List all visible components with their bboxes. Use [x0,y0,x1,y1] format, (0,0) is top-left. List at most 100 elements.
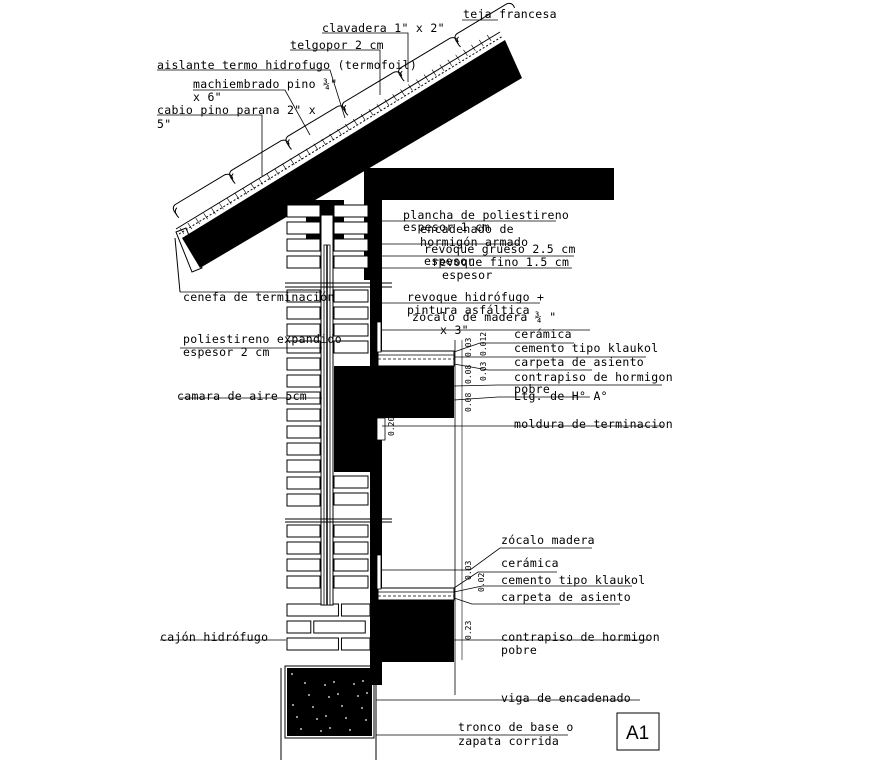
tile-hatch [360,113,366,121]
concrete-speckle [316,718,318,720]
concrete-speckle [291,673,293,675]
label-aislante: aislante termo hidrofugo (termofoil) [157,58,417,72]
brick [313,620,366,634]
concrete-speckle [353,683,355,685]
concrete-speckle [366,692,368,694]
roof-deck [182,40,522,268]
brick [286,374,321,388]
label-moldura: moldura de terminacion [514,417,673,431]
dimension-labels: 0.012 0.03 0.03 0.08 0.08 0.20 0.03 0.02… [387,332,488,640]
concrete-speckle [362,680,364,682]
brick [333,323,369,337]
label-teja-francesa: teja francesa [463,7,557,21]
leader-lines [157,19,663,736]
brick [286,238,321,252]
label-cenefa: cenefa de terminación [183,290,335,304]
annotation-labels: clavadera 1" x 2" teja francesa telgopor… [157,7,673,748]
brick [286,357,321,371]
label-viga-encadenado: viga de encadenado [501,691,631,705]
roof-tile [454,2,516,48]
label-tronco-base-2: zapata corrida [458,734,559,748]
tile-hatch [463,49,468,56]
tile-hatch [234,193,240,200]
upper-skirting [376,321,382,353]
concrete-speckle [308,694,310,696]
label-tronco-base: tronco de base o [458,720,574,734]
tile-hatch [329,133,334,141]
label-machiembrado: machiembrado pino ¾" [193,77,337,91]
tile-hatch [313,143,319,151]
concrete-speckle [349,729,351,731]
brick [286,442,321,456]
label-poliestireno: poliestireno expandido [183,332,342,346]
tile-hatch [321,138,326,146]
fascia-board [175,227,203,273]
concrete-speckle [329,727,331,729]
brick [333,492,369,506]
brick [340,603,371,617]
tile-hatch [376,104,382,111]
label-zocalo-madera: zócalo madera [501,533,595,547]
label-contrapiso-lower: contrapiso de hormigon [501,630,660,644]
brick [333,306,369,320]
tile-hatch [353,118,358,126]
tile-hatch [400,89,405,96]
concrete-speckle [333,681,335,683]
concrete-speckle [365,719,367,721]
brick [333,575,369,589]
label-telgopor: telgopor 2 cm [290,38,384,52]
label-losa: Ltg. de H° A° [514,389,608,403]
label-camara-aire: camara de aire 5cm [177,389,307,403]
upper-slab [334,366,454,418]
tile-hatch [368,109,374,116]
brick [333,340,369,354]
brick [340,637,371,651]
lower-subfloor [372,600,454,662]
brick [333,221,369,235]
label-plancha-2: espesor 1 cm [403,220,490,234]
label-revoque-grueso-2: espesor [424,254,475,268]
dim-008: 0.08 [464,365,473,384]
brick [286,221,321,235]
tile-hatch [384,99,389,106]
sheet-tag: A1 [616,712,660,751]
dim-003c: 0.03 [464,561,473,580]
label-revoque-fino-2: espesor [442,268,493,282]
label-zocalo-2: x 3" [440,323,469,337]
label-contrapiso-upper-2: pobre [514,382,550,396]
brick [333,558,369,572]
label-cemento-lower: cemento tipo klaukol [501,573,645,587]
roof-tile [229,139,290,184]
label-contrapiso-upper: contrapiso de hormigon [514,370,673,384]
tile-hatch [250,183,256,190]
label-carpeta-lower: carpeta de asiento [501,590,631,604]
brick [286,323,321,337]
roof-assembly [172,2,522,293]
label-ceramica-upper: cerámica [514,327,572,341]
concrete-speckle [296,716,298,718]
brick [286,340,321,354]
concrete-speckle [300,728,302,730]
brick [333,255,369,269]
brick [333,541,369,555]
brick [286,603,339,617]
brick [286,637,339,651]
label-zocalo: zócalo de madera ¾ " [412,310,556,324]
label-ceramica-lower: cerámica [501,556,559,570]
brick [286,620,312,634]
concrete-speckle [341,705,343,707]
tile-hatch [274,168,279,175]
brick [286,524,321,538]
brick [286,408,321,422]
tile-hatch [408,84,413,91]
tile-hatch [392,94,397,101]
tile-hatch [345,123,350,131]
brick [286,476,321,490]
brick [286,306,321,320]
tile-hatch [227,198,232,205]
label-encadenado-2: hormigón armado [420,235,528,249]
tile-hatch [203,212,208,220]
tile-hatch [290,158,295,165]
tile-hatch [258,178,263,185]
brick [286,255,321,269]
